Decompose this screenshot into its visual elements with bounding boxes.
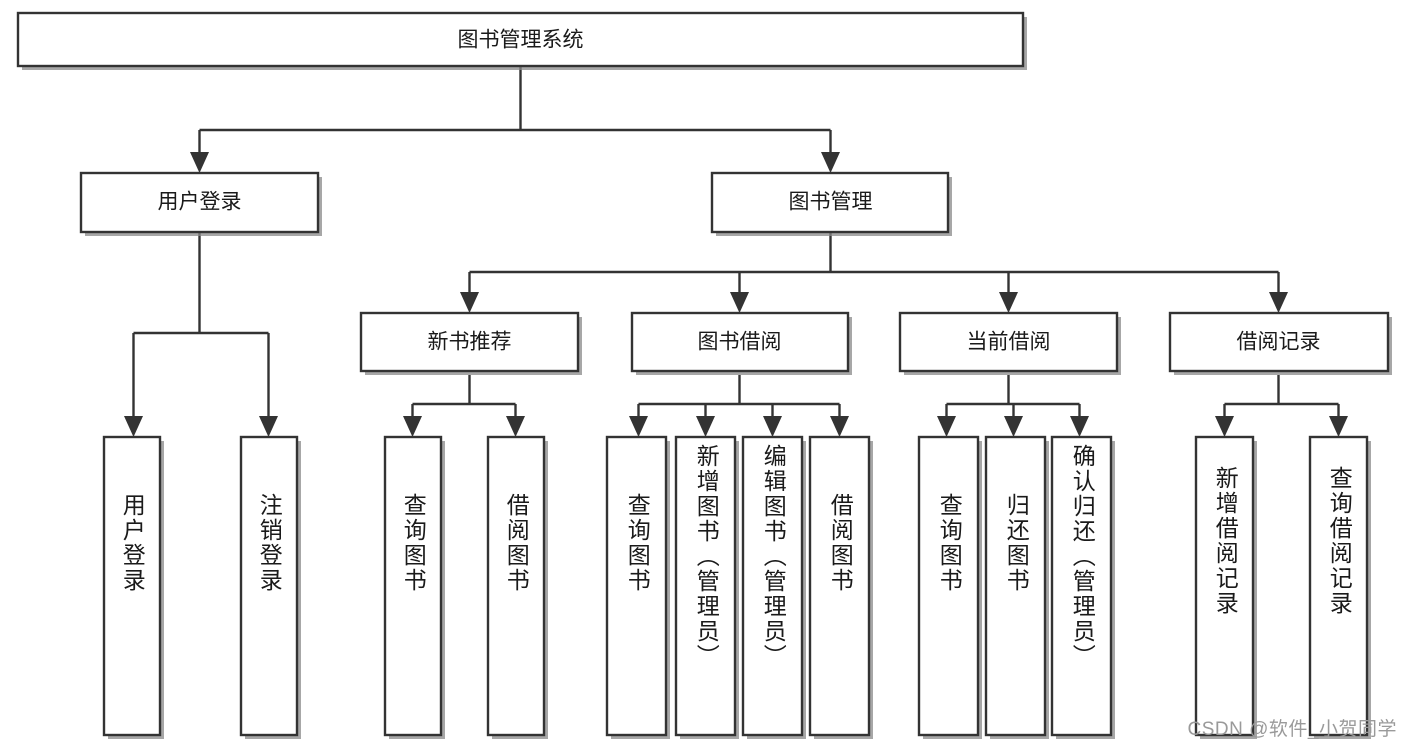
node-root-label: 图书管理系统 <box>458 29 584 52</box>
node-book-manage-box[interactable] <box>710 171 950 234</box>
arrow-head-currentborrow-leaf-1 <box>937 416 956 437</box>
leaf-book-borrow-3-box[interactable] <box>741 435 804 737</box>
leaf-user-login-2-box[interactable] <box>239 435 299 737</box>
arrow-head-newbook-leaf-1 <box>403 416 422 437</box>
leaf-user-login-2[interactable] <box>239 435 301 739</box>
arrow-head-newbook-leaf-2 <box>506 416 525 437</box>
leaf-book-borrow-1-box[interactable] <box>605 435 668 737</box>
leaf-current-borrow-2[interactable] <box>984 435 1049 739</box>
leaf-book-borrow-4-box[interactable] <box>808 435 871 737</box>
arrow-head-book-borrow <box>730 292 749 313</box>
arrow-head-bookborrow-leaf-2 <box>696 416 715 437</box>
node-borrow-record[interactable]: 借阅记录 <box>1168 311 1392 375</box>
leaf-new-book-1-box[interactable] <box>383 435 443 737</box>
leaf-borrow-record-2-box[interactable] <box>1308 435 1369 737</box>
leaf-borrow-record-2[interactable] <box>1308 435 1371 739</box>
node-root-box[interactable] <box>16 11 1025 68</box>
leaf-book-borrow-2[interactable] <box>674 435 739 739</box>
leaf-borrow-record-1-box[interactable] <box>1194 435 1255 737</box>
node-new-book-recommend-box[interactable] <box>359 311 580 373</box>
arrow-head-new-book <box>460 292 479 313</box>
node-new-book-recommend-label: 新书推荐 <box>428 331 512 354</box>
arrow-head-currentborrow-leaf-2 <box>1004 416 1023 437</box>
arrow-head-user-login <box>190 152 209 173</box>
node-current-borrow-label: 当前借阅 <box>967 331 1051 354</box>
node-root[interactable]: 图书管理系统 <box>16 11 1027 70</box>
leaf-book-borrow-1[interactable] <box>605 435 670 739</box>
node-book-manage-label: 图书管理 <box>789 191 873 214</box>
node-book-manage[interactable]: 图书管理 <box>710 171 952 236</box>
arrow-head-leaf-logout <box>259 416 278 437</box>
leaf-current-borrow-3[interactable] <box>1050 435 1115 739</box>
csdn-watermark: CSDN @软件_小贺同学 <box>1187 719 1397 740</box>
leaf-current-borrow-2-box[interactable] <box>984 435 1047 737</box>
node-borrow-record-box[interactable] <box>1168 311 1390 373</box>
leaf-current-borrow-1-box[interactable] <box>917 435 980 737</box>
arrow-head-borrowrecord-leaf-2 <box>1329 416 1348 437</box>
arrow-head-borrow-record <box>1269 292 1288 313</box>
leaf-current-borrow-1[interactable] <box>917 435 982 739</box>
node-new-book-recommend[interactable]: 新书推荐 <box>359 311 582 375</box>
leaf-book-borrow-4[interactable] <box>808 435 873 739</box>
node-user-login-label: 用户登录 <box>158 191 242 214</box>
node-book-borrow[interactable]: 图书借阅 <box>630 311 852 375</box>
node-book-borrow-box[interactable] <box>630 311 850 373</box>
leaf-new-book-2-box[interactable] <box>486 435 546 737</box>
node-book-borrow-label: 图书借阅 <box>698 331 782 354</box>
leaf-book-borrow-2-box[interactable] <box>674 435 737 737</box>
node-current-borrow-box[interactable] <box>898 311 1119 373</box>
leaf-user-login-1-box[interactable] <box>102 435 162 737</box>
arrow-head-book-manage <box>821 152 840 173</box>
leaf-user-login-1[interactable] <box>102 435 164 739</box>
arrow-head-borrowrecord-leaf-1 <box>1215 416 1234 437</box>
arrow-head-leaf-user-login <box>124 416 143 437</box>
node-user-login-box[interactable] <box>79 171 320 234</box>
arrow-head-bookborrow-leaf-3 <box>763 416 782 437</box>
leaf-borrow-record-1[interactable] <box>1194 435 1257 739</box>
connector-group <box>124 66 1348 437</box>
leaf-new-book-2[interactable] <box>486 435 548 739</box>
arrow-head-bookborrow-leaf-1 <box>629 416 648 437</box>
leaf-book-borrow-3[interactable] <box>741 435 806 739</box>
leaf-new-book-1[interactable] <box>383 435 445 739</box>
node-user-login[interactable]: 用户登录 <box>79 171 322 236</box>
arrow-head-bookborrow-leaf-4 <box>830 416 849 437</box>
arrow-head-current-borrow <box>999 292 1018 313</box>
leaf-current-borrow-3-box[interactable] <box>1050 435 1113 737</box>
node-current-borrow[interactable]: 当前借阅 <box>898 311 1121 375</box>
arrow-head-currentborrow-leaf-3 <box>1070 416 1089 437</box>
node-borrow-record-label: 借阅记录 <box>1237 331 1321 354</box>
